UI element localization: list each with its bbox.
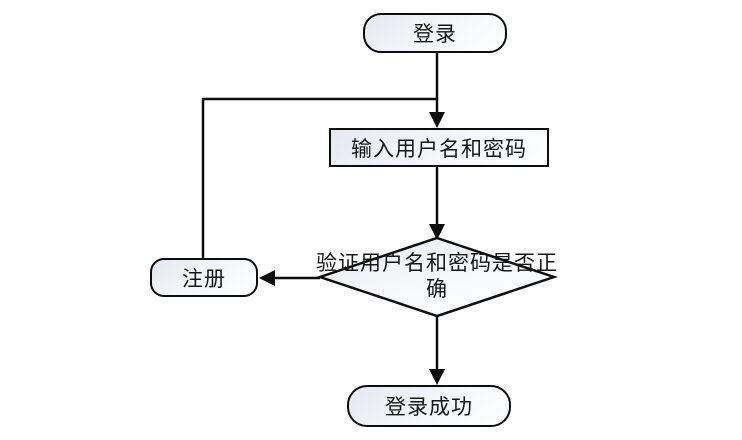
arrowhead-into-verify [429, 224, 445, 240]
connector-register-feedback [201, 97, 437, 258]
node-process-enter-credentials: 输入用户名和密码 [329, 128, 549, 167]
arrowhead-into-input [429, 112, 445, 128]
node-start-login-label: 登录 [413, 22, 457, 46]
node-login-success: 登录成功 [347, 385, 511, 427]
node-register-label: 注册 [182, 266, 226, 291]
node-decision-verify-credentials-label: 验证用户名和密码是否正确 [316, 251, 558, 301]
arrowhead-into-success [429, 369, 445, 385]
node-process-enter-credentials-label: 输入用户名和密码 [351, 136, 527, 161]
node-register: 注册 [150, 258, 258, 297]
node-login-success-label: 登录成功 [385, 395, 473, 419]
node-start-login: 登录 [363, 13, 507, 53]
decision-diamond-shape [316, 236, 558, 318]
arrowhead-into-register [259, 270, 275, 286]
